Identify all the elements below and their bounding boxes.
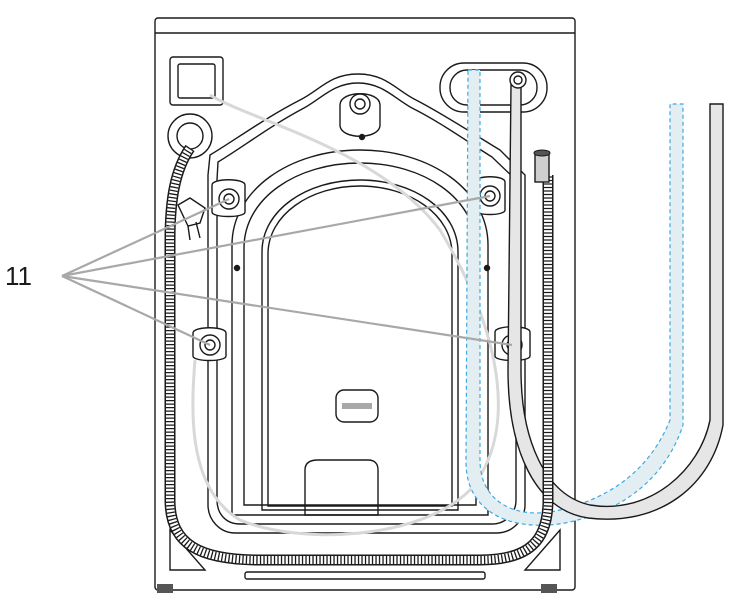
callout-leader-lines [61, 194, 513, 347]
top-right-hose-slot [439, 62, 548, 113]
callout-label: 11 [5, 261, 32, 291]
transport-bolts [192, 176, 531, 362]
top-left-service-port [169, 56, 224, 106]
rear-inner-features [233, 93, 491, 516]
lower-access-cover [304, 459, 379, 516]
rear-back-plate [207, 73, 526, 534]
left-foot [157, 584, 173, 593]
drain-hose-icon [164, 144, 554, 566]
alternate-hose-route [465, 69, 684, 526]
bottom-rail [244, 571, 486, 580]
transport-bolt-icon [192, 327, 227, 362]
right-foot [541, 584, 557, 593]
rating-label-plate [335, 389, 379, 423]
